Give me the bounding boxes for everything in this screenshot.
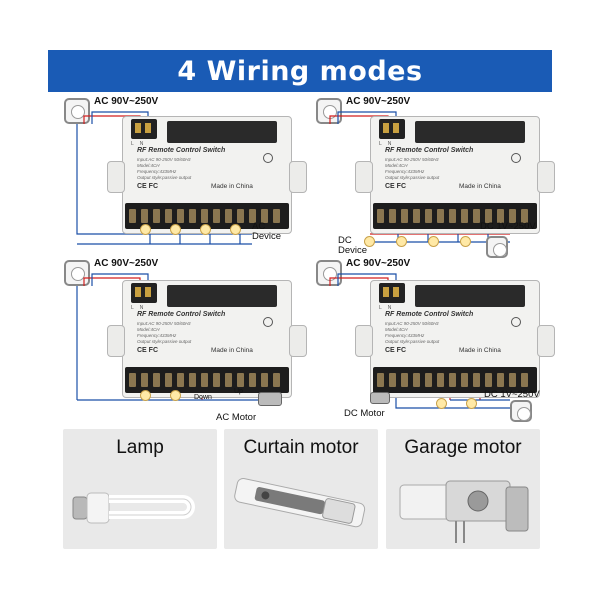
device-cover	[415, 121, 525, 143]
category-title: Lamp	[116, 437, 164, 458]
banner-title: 4 Wiring modes	[177, 55, 423, 87]
lamp-icon	[140, 390, 151, 401]
channel-dial-icon	[511, 317, 521, 327]
certification-marks: CE FC	[385, 183, 406, 190]
power-terminal	[131, 119, 157, 139]
dc-motor-icon	[370, 392, 390, 404]
wiring-panel-ac-motor: AC 90V~250V LN RF Remote Control Switch …	[52, 258, 307, 430]
device-cover	[167, 121, 277, 143]
lamp-icon	[200, 224, 211, 235]
lamp-icon	[396, 236, 407, 247]
wiring-panel-dc-motor: AC 90V~250V LN RF Remote Control Switch …	[300, 258, 555, 430]
category-title: Garage motor	[404, 437, 522, 458]
category-title: Curtain motor	[243, 437, 359, 458]
dc-socket-icon	[486, 236, 508, 258]
lamp-icon	[140, 224, 151, 235]
garage-motor-icon	[399, 480, 529, 543]
output-terminal	[125, 367, 289, 393]
device-cover	[415, 285, 525, 307]
certification-marks: CE FC	[137, 183, 158, 190]
ac-input-label: AC 90V~250V	[346, 258, 411, 269]
lamp-icon	[230, 224, 241, 235]
power-terminal	[131, 283, 157, 303]
lamp-icon	[466, 398, 477, 409]
power-socket-icon	[316, 260, 342, 286]
category-curtain-motor: Curtain motor	[224, 429, 378, 549]
load-label: DC Motor	[344, 408, 385, 419]
power-terminal	[379, 283, 405, 303]
lamp-icon	[170, 390, 181, 401]
made-in-label: Made in China	[459, 347, 501, 354]
power-socket-icon	[64, 98, 90, 124]
down-label: Down	[194, 394, 212, 401]
rf-switch-device: LN RF Remote Control Switch Input:AC 90-…	[355, 116, 555, 234]
lamp-icon	[460, 236, 471, 247]
device-name: RF Remote Control Switch	[137, 311, 226, 318]
made-in-label: Made in China	[211, 347, 253, 354]
device-name: RF Remote Control Switch	[385, 147, 474, 154]
rf-switch-device: LN RF Remote Control Switch Input:AC 90-…	[107, 116, 307, 234]
ac-input-label: AC 90V~250V	[94, 96, 159, 107]
device-cover	[167, 285, 277, 307]
rf-switch-device: LN RF Remote Control Switch Input:AC 90-…	[355, 280, 555, 398]
curtain-motor-icon	[234, 478, 366, 528]
wiring-panel-ac-device: AC 90V~250V LN RF Remote Control Switch …	[52, 96, 307, 266]
lamp-icon	[364, 236, 375, 247]
wiring-panel-dc-device: AC 90V~250V LN RF Remote Control Switch …	[300, 96, 555, 266]
output-terminal	[373, 203, 537, 229]
title-banner: 4 Wiring modes	[48, 50, 552, 92]
channel-dial-icon	[263, 317, 273, 327]
device-name: RF Remote Control Switch	[137, 147, 226, 154]
up-label: Up	[234, 388, 243, 395]
lamp-icon	[436, 398, 447, 409]
output-terminal	[373, 367, 537, 393]
dc-socket-icon	[510, 400, 532, 422]
dc-supply-label: DC 1V~250V	[484, 389, 540, 400]
rf-switch-device: LN RF Remote Control Switch Input:AC 90-…	[107, 280, 307, 398]
load-label: DC Device	[338, 235, 368, 256]
dc-supply-label: DC 1V~250V	[480, 221, 536, 232]
category-garage-motor: Garage motor	[386, 429, 540, 549]
load-label: AC Device	[252, 221, 282, 242]
certification-marks: CE FC	[385, 347, 406, 354]
power-socket-icon	[64, 260, 90, 286]
channel-dial-icon	[263, 153, 273, 163]
power-socket-icon	[316, 98, 342, 124]
category-lamp: Lamp	[63, 429, 217, 549]
lamp-icon	[428, 236, 439, 247]
device-name: RF Remote Control Switch	[385, 311, 474, 318]
made-in-label: Made in China	[211, 183, 253, 190]
ac-input-label: AC 90V~250V	[94, 258, 159, 269]
lamp-bulb-icon	[72, 492, 195, 524]
load-label: AC Motor	[216, 412, 257, 423]
certification-marks: CE FC	[137, 347, 158, 354]
power-terminal	[379, 119, 405, 139]
ac-input-label: AC 90V~250V	[346, 96, 411, 107]
lamp-icon	[170, 224, 181, 235]
made-in-label: Made in China	[459, 183, 501, 190]
ac-motor-icon	[258, 392, 282, 406]
channel-dial-icon	[511, 153, 521, 163]
